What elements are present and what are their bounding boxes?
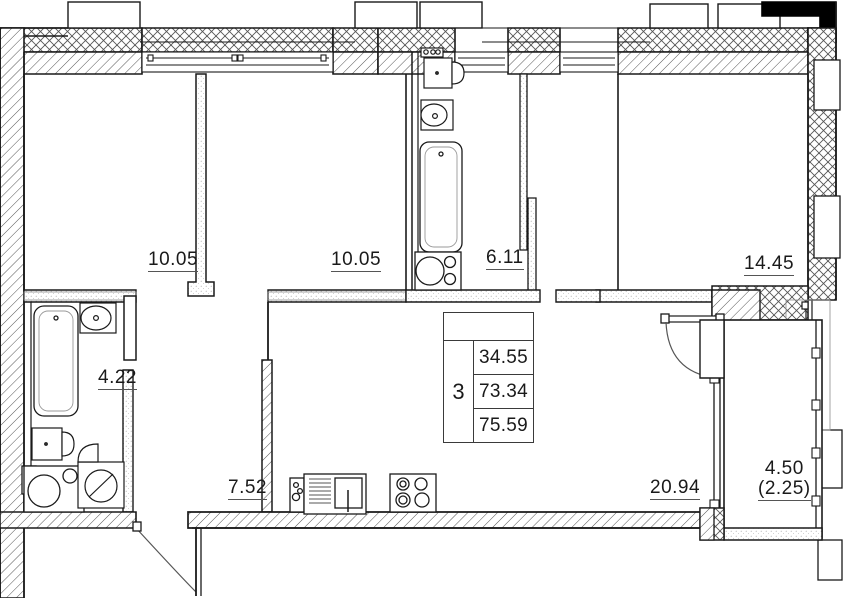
sink-main [420, 99, 454, 131]
bathtub-small [33, 305, 79, 417]
sink-small [79, 302, 117, 334]
living-area-value: 34.55 [474, 341, 533, 375]
entry-door [132, 521, 202, 596]
balcony-boxes-top [0, 1, 781, 43]
bathroom-small-walls [0, 295, 137, 529]
balcony-area-coefficient: (2.25) [758, 477, 811, 501]
exterior-wall-top [0, 27, 809, 75]
washing-machine-small [21, 465, 85, 513]
area-label-room-top-right: 14.45 [744, 253, 795, 276]
area-table-header-row [444, 313, 533, 341]
area-label-hall: 7.52 [228, 478, 267, 500]
area-value: 10.05 [148, 249, 199, 272]
room-14-45-walls [595, 74, 809, 331]
exterior-wall-right [807, 2, 837, 301]
wall-stubs [23, 74, 601, 303]
toilet-main [420, 47, 465, 89]
right-wall-protrusions [813, 59, 843, 581]
area-label-bedroom-middle: 10.05 [331, 249, 382, 272]
area-without-balcony-value: 73.34 [474, 375, 533, 409]
total-area-value: 75.59 [478, 414, 529, 436]
area-value: 7.52 [228, 477, 267, 500]
balcony-area-value: 4.50 [764, 458, 804, 479]
area-label-balcony: 4.50 (2.25) [758, 459, 811, 501]
area-label-bathroom-small: 4.22 [98, 368, 137, 390]
area-value: 4.22 [98, 367, 137, 390]
area-value: 20.94 [650, 477, 701, 500]
rooms-count: 3 [444, 341, 474, 442]
area-values-column: 34.55 73.34 75.59 [474, 341, 533, 442]
window-top-1 [141, 51, 334, 73]
area-label-bathroom-main: 6.11 [486, 248, 524, 270]
area-value: 14.45 [744, 253, 795, 276]
window-top-2 [454, 51, 509, 73]
area-summary-table: 3 34.55 73.34 75.59 [443, 312, 534, 443]
kitchen-sink [289, 473, 367, 515]
area-value: 10.05 [331, 249, 382, 272]
area-label-living-kitchen: 20.94 [650, 477, 701, 500]
toilet-small [31, 427, 75, 461]
bedroom-left-walls [23, 73, 215, 303]
area-table-body: 3 34.55 73.34 75.59 [444, 341, 533, 442]
bathtub-main [419, 141, 463, 253]
kitchen-stove [389, 473, 437, 513]
area-label-bedroom-left: 10.05 [148, 249, 199, 272]
washing-machine-main [414, 251, 462, 291]
shower-cabin-small [77, 443, 125, 509]
area-value: 6.11 [486, 247, 524, 270]
balcony-right [699, 319, 823, 541]
window-top-3 [559, 51, 619, 73]
interior-door-right [660, 313, 725, 379]
